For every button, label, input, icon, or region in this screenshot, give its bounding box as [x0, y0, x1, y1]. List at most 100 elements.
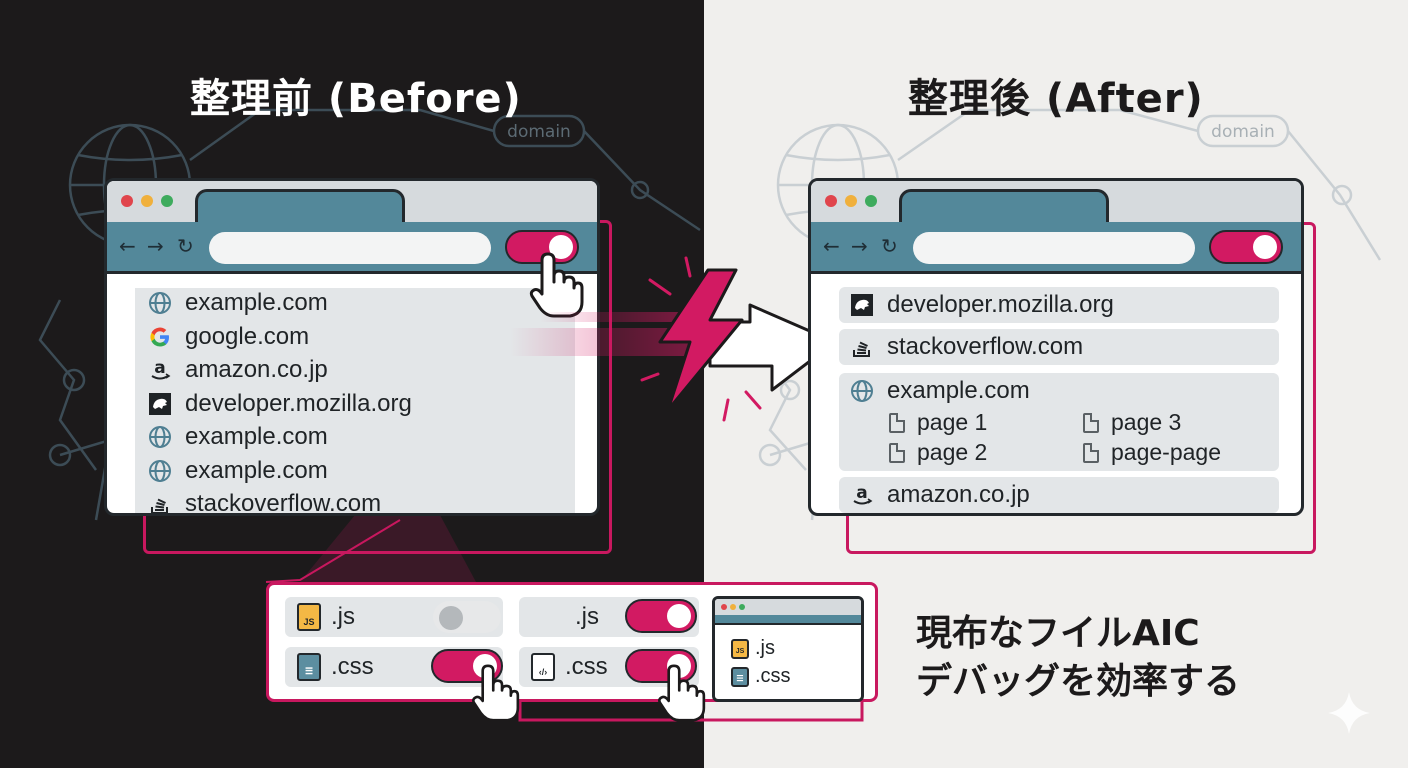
transition-arrow — [510, 256, 837, 422]
hand-cursor-icon — [472, 664, 520, 722]
page-label: page 2 — [917, 439, 988, 465]
back-arrow-icon[interactable]: ← — [823, 234, 840, 258]
close-dot[interactable] — [825, 195, 837, 207]
domain-group[interactable] — [839, 329, 1279, 365]
tab-bar — [811, 181, 1301, 227]
domain-label-right: domain — [1211, 122, 1275, 142]
domain-group-header[interactable]: example.com — [849, 377, 1030, 405]
after-title: 整理後 (After) — [908, 76, 1204, 122]
css-file-icon: ☰ — [731, 666, 749, 687]
before-browser-window: ← → ↻ example.com google.com a amazon.co.jp… — [104, 178, 600, 516]
maximize-dot[interactable] — [865, 195, 877, 207]
domain-label-left: domain — [507, 122, 571, 142]
tab-list-item[interactable]: stackoverflow.com — [147, 490, 382, 516]
spotlight-edge — [265, 519, 401, 583]
globe-icon — [849, 378, 875, 404]
minimize-dot — [730, 604, 736, 610]
domain-group-header[interactable]: stackoverflow.com — [849, 333, 1083, 361]
stackoverflow-icon — [849, 334, 875, 360]
mini-toolbar — [715, 615, 861, 625]
page-item[interactable]: page-page — [1083, 439, 1221, 466]
mozilla-icon — [147, 391, 173, 417]
forward-arrow-icon[interactable]: → — [851, 234, 868, 258]
caption-line-2: デバッグを効率する — [916, 661, 1241, 702]
domain-group[interactable] — [839, 287, 1279, 323]
stackoverflow-icon — [147, 491, 173, 513]
before-title: 整理前 (Before) — [190, 76, 522, 122]
page-icon — [889, 412, 905, 433]
page-label: page 3 — [1111, 409, 1182, 435]
caption-line-1: 現布なフイルAIC — [916, 613, 1200, 654]
tab-list-item[interactable]: a amazon.co.jp — [147, 356, 328, 384]
globe-icon — [147, 458, 173, 484]
tab-label: amazon.co.jp — [185, 356, 328, 383]
js-filter-toggle-2[interactable] — [625, 599, 697, 633]
forward-arrow-icon[interactable]: → — [147, 234, 164, 258]
js-filter-label-2: .js — [575, 603, 599, 630]
tab-label: stackoverflow.com — [185, 490, 382, 516]
page-label: page 1 — [917, 409, 988, 435]
browser-tab[interactable] — [899, 189, 1109, 227]
reload-icon[interactable]: ↻ — [177, 234, 194, 258]
css-file-icon: ☰ — [297, 653, 321, 681]
tab-list — [135, 288, 575, 513]
google-icon — [147, 324, 173, 350]
mini-js-label: .js — [755, 637, 775, 659]
page-icon — [1083, 412, 1099, 433]
back-arrow-icon[interactable]: ← — [119, 234, 136, 258]
toolbar: ← → ↻ — [811, 222, 1301, 274]
globe-icon — [147, 424, 173, 450]
tab-list-item[interactable]: example.com — [147, 289, 328, 317]
domain-group-header[interactable]: developer.mozilla.org — [849, 291, 1114, 319]
js-file-icon: JS — [731, 638, 749, 659]
page-icon — [1083, 442, 1099, 463]
tab-label: google.com — [185, 322, 310, 350]
mini-css-label: .css — [755, 665, 791, 687]
hand-cursor-icon — [529, 252, 584, 318]
tab-label: example.com — [185, 456, 328, 484]
css-filter-toggle-2[interactable] — [625, 649, 697, 683]
reload-icon[interactable]: ↻ — [881, 234, 898, 258]
page-item[interactable]: page 2 — [889, 439, 987, 466]
toggle-knob — [1253, 235, 1277, 259]
address-bar[interactable] — [209, 232, 491, 264]
sparkle-icon — [1328, 692, 1370, 734]
toolbar: ← → ↻ — [107, 222, 597, 274]
mini-css-item: ☰ .css — [731, 665, 791, 688]
domain-group[interactable] — [839, 477, 1279, 513]
domain-group[interactable] — [839, 373, 1279, 471]
maximize-dot[interactable] — [161, 195, 173, 207]
close-dot[interactable] — [121, 195, 133, 207]
sort-toggle[interactable] — [1209, 230, 1283, 264]
close-dot — [721, 604, 727, 610]
js-filter-toggle[interactable] — [433, 601, 501, 633]
tab-label: example.com — [887, 377, 1030, 404]
spotlight-beam — [300, 515, 476, 582]
js-file-icon: JS — [297, 603, 321, 631]
page-label: page-page — [1111, 439, 1221, 465]
browser-tab[interactable] — [195, 189, 405, 227]
tab-label: example.com — [185, 289, 328, 316]
mini-browser-preview: JS .js ☰ .css — [712, 596, 864, 702]
address-bar[interactable] — [913, 232, 1195, 264]
tab-label: developer.mozilla.org — [185, 389, 412, 417]
mini-js-item: JS .js — [731, 637, 775, 660]
tab-list-item[interactable]: example.com — [147, 423, 328, 451]
tab-label: example.com — [185, 423, 328, 450]
svg-text:a: a — [856, 483, 867, 503]
amazon-icon: a — [147, 357, 173, 383]
tab-label: developer.mozilla.org — [887, 291, 1114, 318]
page-item[interactable]: page 3 — [1083, 409, 1181, 436]
tab-list-item[interactable]: google.com — [147, 323, 309, 351]
minimize-dot[interactable] — [141, 195, 153, 207]
page-item[interactable]: page 1 — [889, 409, 987, 436]
tab-list-item[interactable]: example.com — [147, 457, 328, 485]
amazon-icon: a — [849, 482, 875, 508]
minimize-dot[interactable] — [845, 195, 857, 207]
svg-text:a: a — [154, 358, 165, 378]
tab-label: stackoverflow.com — [887, 333, 1084, 360]
tab-list-item[interactable]: developer.mozilla.org — [147, 390, 412, 418]
js-filter-label: .js — [331, 603, 355, 630]
maximize-dot — [739, 604, 745, 610]
